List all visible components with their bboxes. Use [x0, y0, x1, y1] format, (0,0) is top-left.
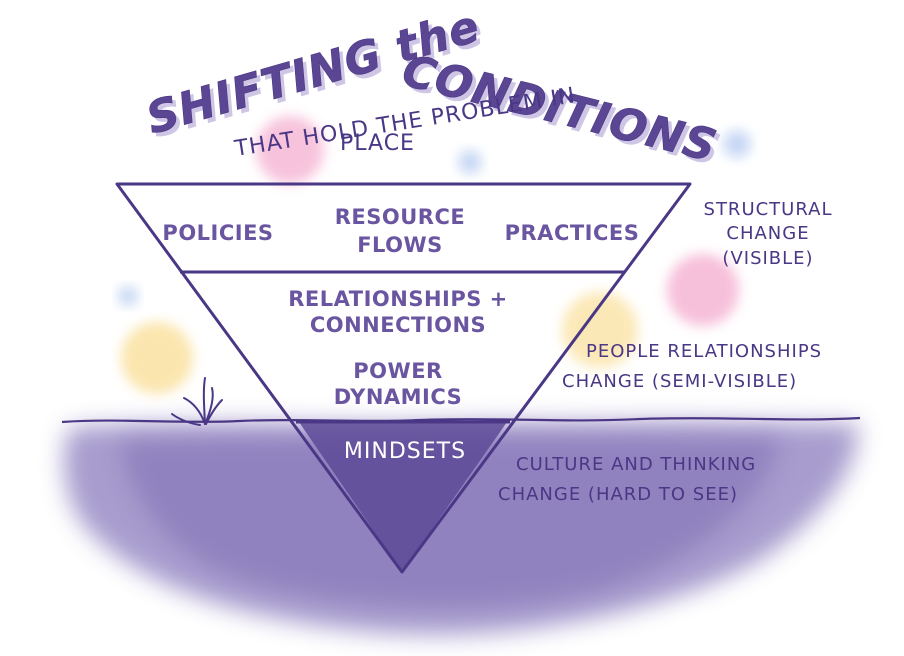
side-label-relational: PEOPLE RELATIONSHIPS CHANGE (SEMI-VISIBL…: [562, 341, 822, 392]
tier-label-connections: CONNECTIONS: [310, 313, 486, 337]
tier-label-flows: FLOWS: [357, 233, 443, 257]
side-label-structural-line1: STRUCTURAL: [704, 199, 833, 220]
watercolor-dot-yellow-left: [121, 322, 193, 394]
water-wash-inner: [120, 435, 780, 607]
watercolor-dot-blue-left: [118, 286, 138, 306]
title-block: SHIFTING the SHIFTING the CONDITIONS CON…: [141, 0, 726, 176]
side-label-relational-line1: PEOPLE RELATIONSHIPS: [586, 341, 822, 362]
watercolor-dot-pink-top: [256, 116, 324, 184]
side-label-structural: STRUCTURAL CHANGE (VISIBLE): [704, 199, 833, 269]
side-label-relational-line2: CHANGE (SEMI-VISIBLE): [562, 371, 797, 392]
side-label-structural-line2: CHANGE: [726, 223, 809, 244]
side-label-structural-line3: (VISIBLE): [722, 248, 813, 269]
submerged-tier-fill: [299, 422, 507, 572]
tier-label-dynamics: DYNAMICS: [334, 385, 463, 409]
watercolor-dot-yellow-right: [562, 292, 638, 368]
side-label-transformative-line1: CULTURE AND THINKING: [516, 454, 756, 475]
watercolor-dot-pink-right: [667, 254, 739, 326]
inverted-triangle: [115, 182, 692, 574]
watercolor-dot-blue-right: [723, 130, 751, 158]
side-label-transformative: CULTURE AND THINKING CHANGE (HARD TO SEE…: [498, 454, 756, 505]
tier-label-power: POWER: [353, 359, 442, 383]
side-label-transformative-line2: CHANGE (HARD TO SEE): [498, 484, 738, 505]
title-subtitle-line2: PLACE: [340, 131, 415, 156]
tier-label-practices: PRACTICES: [505, 221, 640, 245]
tier-label-resource: RESOURCE: [335, 205, 465, 229]
watercolor-dot-blue-top: [458, 150, 482, 174]
tier-label-relationships: RELATIONSHIPS +: [288, 287, 508, 311]
tier-label-policies: POLICIES: [162, 221, 273, 245]
waterline: [61, 416, 861, 424]
tier-label-mindsets: MINDSETS: [344, 439, 466, 464]
